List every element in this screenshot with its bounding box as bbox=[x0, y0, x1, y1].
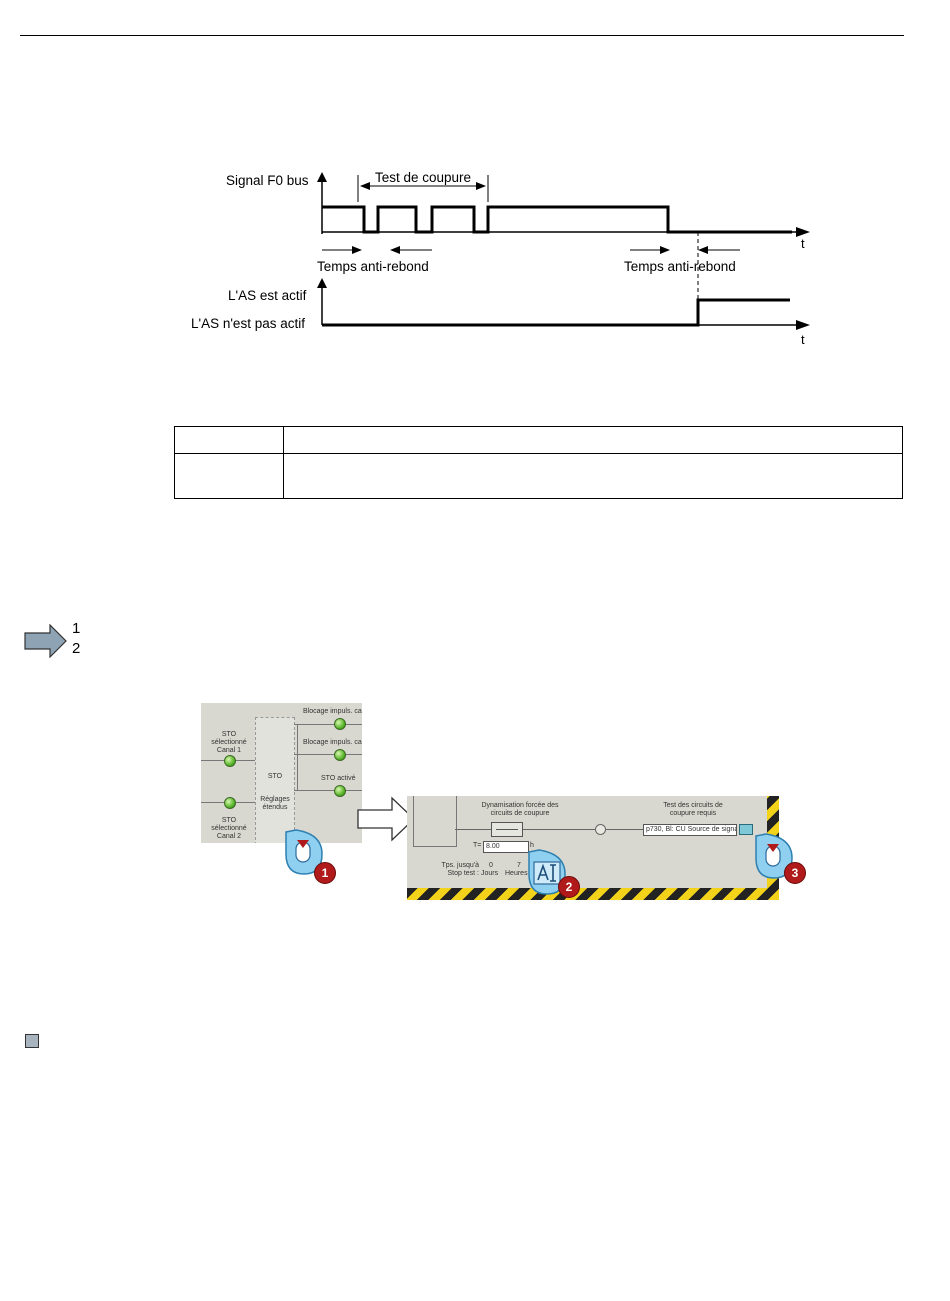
t-label-top: t bbox=[801, 236, 805, 251]
timing-diagram-svg bbox=[317, 172, 810, 330]
mouse-icon bbox=[755, 833, 793, 879]
dyn-title: Dynamisation forcée des circuits de coup… bbox=[481, 802, 559, 817]
led-icon bbox=[224, 797, 236, 809]
table-cell bbox=[283, 453, 903, 499]
t-label-bottom: t bbox=[801, 332, 805, 347]
led-icon bbox=[224, 755, 236, 767]
step-number-1: 1 bbox=[72, 620, 81, 637]
sto-ch2-label: STO sélectionné Canal 2 bbox=[211, 817, 247, 840]
signal-y-arrow bbox=[317, 172, 327, 182]
callout-badge-2: 2 bbox=[558, 876, 580, 898]
source-select-button[interactable] bbox=[739, 824, 753, 835]
text-input-icon bbox=[528, 849, 566, 895]
header-rule bbox=[20, 35, 904, 36]
signal-label: Signal F0 bus bbox=[226, 173, 309, 188]
hours-label: Heures bbox=[505, 870, 528, 877]
sto-block-title: STO bbox=[267, 773, 283, 780]
signal-waveform bbox=[322, 205, 792, 234]
callout-2[interactable]: 2 bbox=[525, 848, 583, 904]
sto-active-label: STO activé bbox=[321, 775, 356, 782]
callout-1[interactable]: 1 bbox=[282, 828, 338, 884]
hours-value: 7 bbox=[517, 862, 521, 869]
test-dim-arrow-r bbox=[476, 182, 486, 190]
debounce-right-label: Temps anti-rebond bbox=[624, 259, 736, 274]
source-input[interactable]: p730, Bl: CU Source de signal bbox=[643, 824, 737, 836]
timer-block bbox=[491, 822, 523, 837]
days-value: 0 bbox=[489, 862, 493, 869]
debounce-left-label: Temps anti-rebond bbox=[317, 259, 429, 274]
test-dim-arrow-l bbox=[360, 182, 370, 190]
screenshot-right: Dynamisation forcée des circuits de coup… bbox=[407, 796, 779, 900]
table-cell bbox=[174, 453, 284, 499]
t-value-input[interactable]: 8.00 bbox=[483, 841, 529, 853]
info-table bbox=[174, 426, 903, 499]
led-icon bbox=[334, 785, 346, 797]
callout-3[interactable]: 3 bbox=[752, 832, 810, 888]
as-waveform bbox=[322, 298, 790, 327]
transition-arrow-icon bbox=[357, 796, 415, 842]
sto-block[interactable] bbox=[255, 717, 295, 843]
callout-badge-1: 1 bbox=[314, 862, 336, 884]
blocage-label-1: Blocage impuls. car bbox=[303, 708, 362, 715]
test-label: Test de coupure bbox=[375, 170, 472, 185]
sto-block-sub: Réglages étendus bbox=[260, 796, 290, 811]
sto-ch1-label: STO sélectionné Canal 1 bbox=[211, 731, 247, 754]
table-cell bbox=[174, 426, 284, 454]
blocage-label-2: Blocage impuls. car bbox=[303, 739, 362, 746]
days-label: Jours bbox=[481, 870, 499, 877]
table-row bbox=[174, 426, 903, 454]
as-active-label: L'AS est actif bbox=[228, 288, 307, 303]
hazard-stripe-bottom bbox=[407, 888, 779, 900]
step-arrow-icon bbox=[24, 624, 67, 658]
junction-circle bbox=[595, 824, 606, 835]
t-unit: h bbox=[530, 842, 534, 849]
t-prefix: T= bbox=[473, 842, 482, 849]
callout-badge-3: 3 bbox=[784, 862, 806, 884]
left-block bbox=[413, 796, 457, 847]
timing-diagram: Signal F0 bus Test de coupure t Temps an… bbox=[180, 160, 820, 360]
table-row bbox=[174, 453, 903, 499]
step-number-2: 2 bbox=[72, 640, 81, 657]
bullet-square-icon bbox=[25, 1034, 39, 1048]
step-marker: 1 2 bbox=[24, 620, 94, 660]
screenshot-left: STO sélectionné Canal 1 STO sélectionné … bbox=[201, 703, 362, 843]
table-cell bbox=[283, 426, 903, 454]
signal-x-arrow bbox=[796, 227, 810, 237]
led-icon bbox=[334, 718, 346, 730]
tps-label: Tps. jusqu'à Stop test : bbox=[441, 862, 479, 877]
test-title: Test des circuits de coupure requis bbox=[663, 802, 723, 817]
as-inactive-label: L'AS n'est pas actif bbox=[191, 316, 305, 331]
led-icon bbox=[334, 749, 346, 761]
